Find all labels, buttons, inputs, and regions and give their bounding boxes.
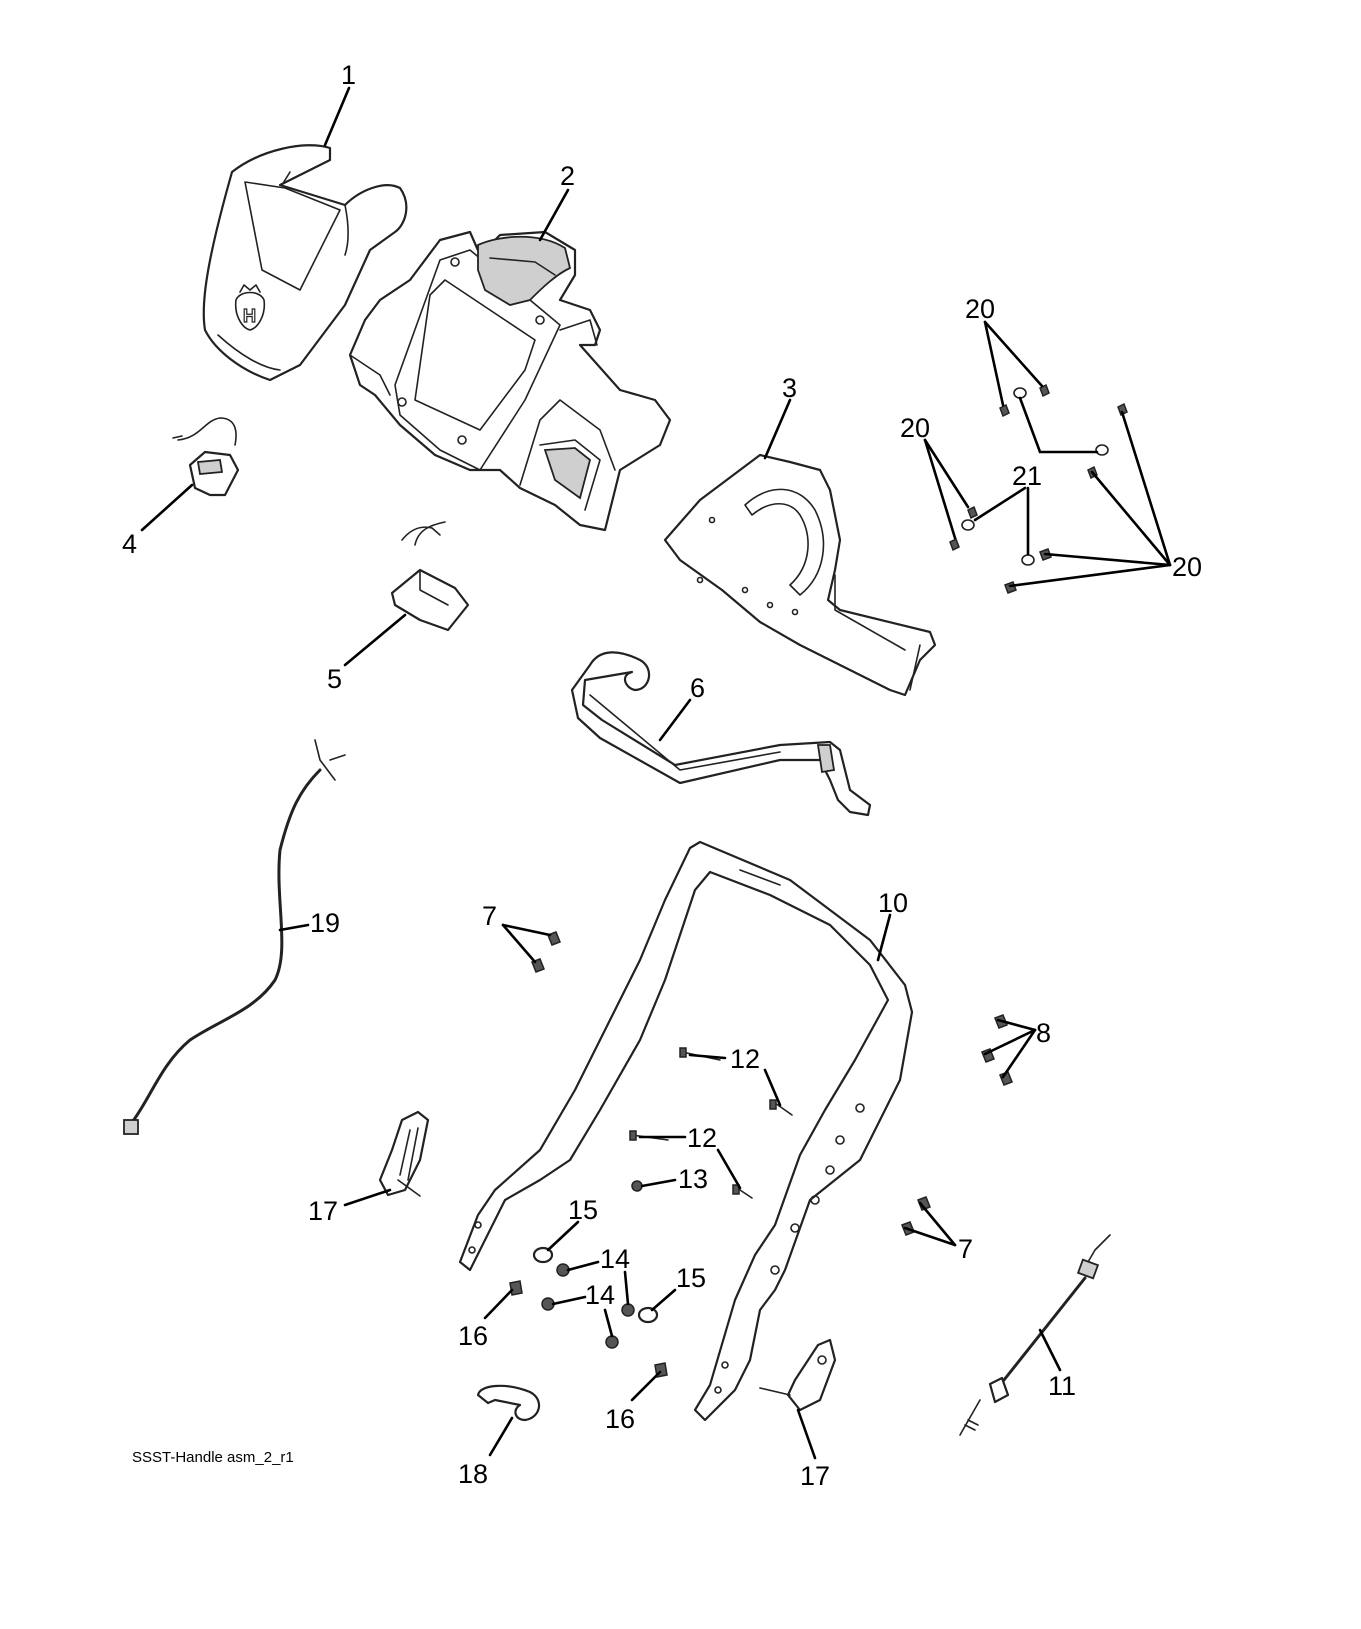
callout-20-right: 20 [1172,552,1202,582]
callout-7-top: 7 [482,901,497,931]
callout-12-top: 12 [730,1044,760,1074]
callout-5: 5 [327,664,342,694]
callout-1: 1 [341,60,356,90]
callout-6: 6 [690,673,705,703]
callout-14-bottom: 14 [585,1280,615,1310]
callout-15-top: 15 [568,1195,598,1225]
callout-7-bottom: 7 [958,1234,973,1264]
part-18-clip[interactable] [476,1384,541,1422]
callout-13: 13 [678,1164,708,1194]
part-19-cable-harness[interactable] [123,739,346,1135]
part-17-pivot-bracket-right[interactable] [759,1338,837,1412]
callout-16-right: 16 [605,1404,635,1434]
part-2-console-housing[interactable] [348,230,672,532]
logo-letter: H [243,306,256,326]
callout-18: 18 [458,1459,488,1489]
callout-15-bottom: 15 [676,1263,706,1293]
callout-14-top: 14 [600,1244,630,1274]
leader-lines [140,86,1172,1460]
part-5-module[interactable] [390,521,470,632]
callout-17-left: 17 [308,1196,338,1226]
callout-20-top: 20 [965,294,995,324]
callout-2: 2 [560,161,575,191]
part-10-handle-frame[interactable] [458,840,914,1422]
callout-12-bottom: 12 [687,1123,717,1153]
callout-10: 10 [878,888,908,918]
part-11-brake-cable[interactable] [959,1234,1111,1436]
hardware-bolts [509,383,1128,1378]
callout-3: 3 [782,373,797,403]
part-1-top-cover[interactable]: H [202,144,408,382]
diagram-caption: SSST-Handle asm_2_r1 [132,1449,294,1466]
callout-16-left: 16 [458,1321,488,1351]
callout-20-left: 20 [900,413,930,443]
callout-17-right: 17 [800,1461,830,1491]
callout-19: 19 [310,908,340,938]
husqvarna-crown-logo-icon: H [234,284,266,331]
callout-4: 4 [122,529,137,559]
callout-11: 11 [1048,1371,1076,1401]
part-17-pivot-bracket-left[interactable] [378,1110,430,1197]
callout-21: 21 [1012,461,1042,491]
part-3-mounting-plate[interactable] [663,453,937,697]
callout-8: 8 [1036,1018,1051,1048]
callout-labels: 1 2 3 4 5 6 7 7 8 10 11 12 12 13 14 14 1… [122,60,1202,1491]
part-6-bail-bar[interactable] [570,651,872,817]
part-4-switch[interactable] [172,417,240,497]
